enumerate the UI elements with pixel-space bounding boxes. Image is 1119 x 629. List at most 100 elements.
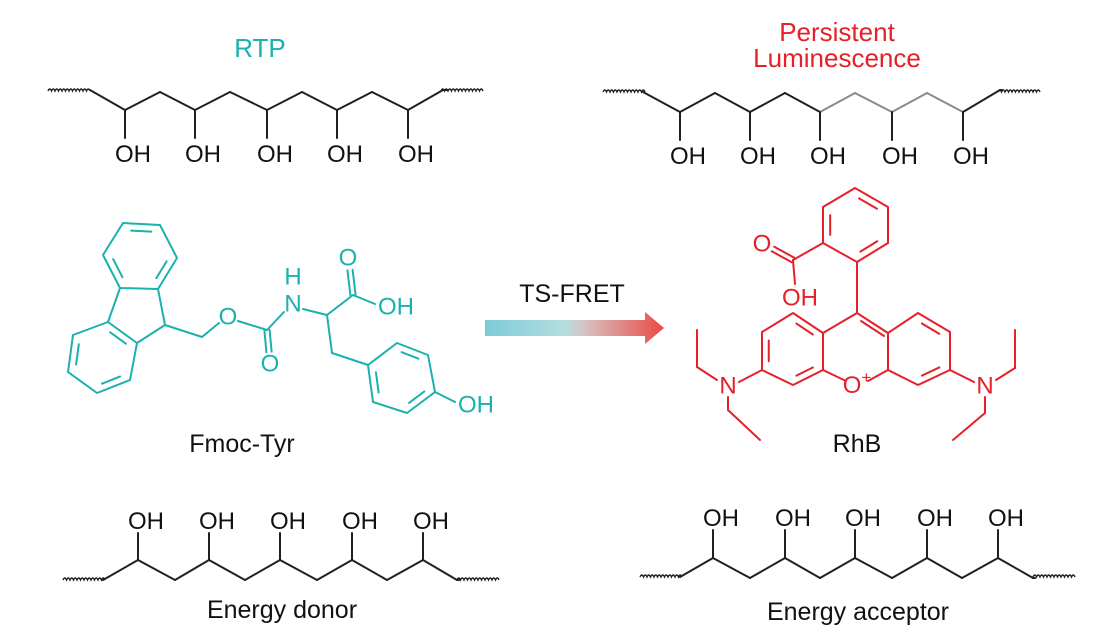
ring-double-bond (920, 366, 941, 377)
backbone-bond (926, 92, 964, 113)
fmoc-tyr-label: Fmoc-Tyr (189, 430, 295, 458)
backbone-bond (159, 91, 196, 111)
hydroxyl-label: OH (882, 143, 918, 170)
backbone-bond (124, 91, 161, 111)
fmoc-tyr-structure (67, 222, 456, 414)
ring-double-bond (130, 229, 153, 233)
hydroxyl-label: OH (398, 141, 434, 168)
rtp-title: RTP (234, 33, 286, 63)
backbone-bond (194, 91, 231, 111)
ring-double-bond (859, 240, 879, 253)
fmoc-ester-oxygen: O (219, 304, 238, 331)
hydroxyl-label: OH (115, 141, 151, 168)
hydroxyl-label: OH (810, 143, 846, 170)
ring-double-bond (109, 331, 127, 345)
aromatic-ring (887, 312, 951, 386)
hydroxyl-label: OH (270, 508, 306, 535)
bond (352, 294, 376, 305)
hydroxyl-label: OH (703, 505, 739, 532)
wavy-chain-end (456, 577, 500, 582)
ring-double-bond (75, 343, 80, 366)
backbone-bond (997, 557, 1034, 579)
hydroxyl-label: OH (413, 508, 449, 535)
energy-acceptor-label: Energy acceptor (767, 598, 949, 626)
fmoc-acid-oxygen: O (339, 245, 358, 272)
backbone-bond (407, 89, 444, 111)
hydroxyl-label: OH (257, 141, 293, 168)
backbone-bond (679, 92, 716, 113)
backbone-bond (89, 89, 126, 111)
bond (302, 308, 328, 316)
energy-transfer-arrow (485, 312, 664, 344)
backbone-bond (749, 557, 786, 579)
ring-double-bond (920, 322, 941, 335)
ring-double-bond (155, 260, 168, 280)
bond (949, 369, 975, 383)
backbone-bond (244, 559, 281, 581)
backbone-bond (961, 557, 999, 579)
ring-double-bond (400, 351, 420, 360)
bond (237, 320, 268, 331)
backbone-bond (422, 559, 458, 581)
wavy-chain-end (997, 89, 1041, 94)
hydroxyl-label: OH (185, 141, 221, 168)
backbone-bond (642, 91, 681, 113)
bond (434, 391, 456, 403)
rhb-right-nitrogen: N (976, 373, 993, 400)
backbone-bond (819, 557, 856, 579)
backbone-bond (854, 92, 893, 113)
backbone-bond (891, 92, 928, 113)
ring-double-bond (408, 390, 426, 404)
aromatic-ring (67, 321, 138, 394)
rhb-structure (696, 187, 1016, 441)
fmoc-amide-nitrogen: N (284, 291, 301, 318)
bond (696, 366, 718, 381)
bond (822, 369, 847, 382)
wavy-chain-end (639, 574, 683, 579)
double-bond (268, 328, 273, 353)
backbone-bond (279, 559, 318, 581)
ring-double-bond (795, 322, 814, 336)
persistent-luminescence-title-line2: Luminescence (753, 43, 921, 73)
backbone-bond (208, 559, 246, 581)
wavy-chain-end (47, 88, 91, 93)
fmoc-acid-hydroxyl: OH (378, 294, 414, 321)
hydroxyl-label: OH (740, 143, 776, 170)
backbone-bond (749, 92, 786, 113)
aromatic-ring (102, 222, 178, 290)
backbone-bond (386, 559, 424, 581)
rhb-left-nitrogen: N (719, 373, 736, 400)
backbone-bond (926, 557, 963, 579)
backbone-bond (784, 557, 821, 579)
bond (331, 352, 369, 366)
double-bond (860, 320, 885, 337)
aromatic-ring (761, 312, 824, 386)
double-bond (263, 329, 268, 354)
bond (738, 369, 763, 383)
backbone-bond (174, 559, 210, 581)
rhb-xanthene-oxygen: O+ (843, 368, 872, 399)
rhb-label: RhB (833, 430, 882, 458)
backbone-bond (229, 91, 268, 111)
fmoc-carbonyl-oxygen: O (261, 351, 280, 378)
hydroxyl-label: OH (342, 508, 378, 535)
rhb-acid-hydroxyl: OH (782, 285, 818, 312)
bond (107, 287, 121, 323)
ts-fret-label: TS-FRET (519, 280, 625, 308)
backbone-bond (316, 559, 353, 581)
backbone-bond (679, 557, 714, 578)
backbone-bond (351, 559, 388, 581)
double-bond (346, 269, 352, 297)
fmoc-phenol-hydroxyl: OH (458, 392, 494, 419)
hydroxyl-label: OH (670, 143, 706, 170)
backbone-bond (854, 557, 893, 579)
ring-double-bond (374, 371, 380, 394)
backbone-bond (714, 92, 751, 113)
wavy-chain-end (1032, 574, 1076, 579)
wavy-chain-end (602, 89, 646, 94)
